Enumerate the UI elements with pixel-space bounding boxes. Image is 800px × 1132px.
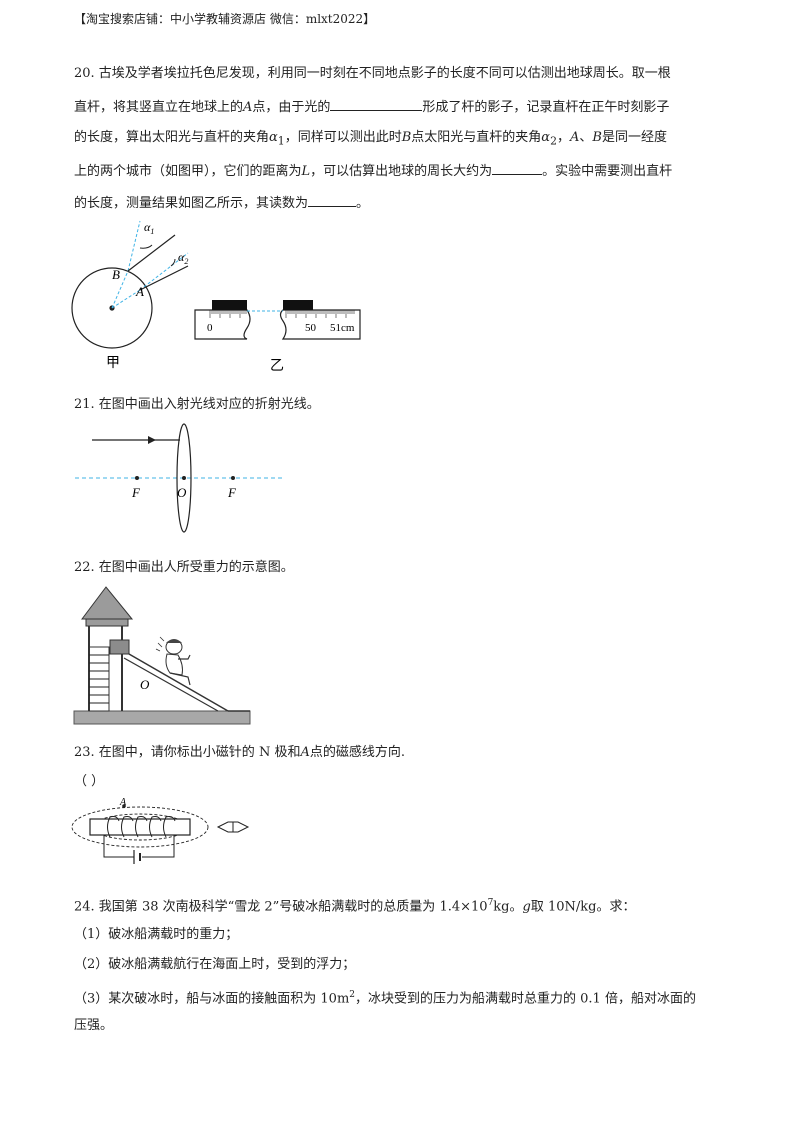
figure-slide: O	[73, 586, 251, 725]
convex-lens	[176, 423, 192, 533]
answer-blank-3[interactable]	[308, 192, 357, 207]
coil-turn	[135, 816, 148, 838]
ray-arrow	[148, 436, 156, 444]
answer-blank-1[interactable]	[330, 96, 423, 111]
page-header: 【淘宝搜索店铺：中小学教辅资源店 微信：mlxt2022】	[74, 12, 376, 26]
coil-turn	[107, 816, 120, 838]
wire-right	[142, 835, 175, 858]
q24-part2: （2）破冰船满载航行在海面上时，受到的浮力；	[74, 957, 356, 972]
angle-arc-1	[139, 244, 153, 249]
rod-left	[212, 300, 247, 310]
point-a-label: A	[135, 284, 144, 299]
optical-center	[182, 476, 186, 480]
alpha1-label: α1	[144, 220, 154, 236]
alpha2-label: α2	[178, 250, 188, 266]
tower-eave	[85, 618, 129, 627]
radius-b	[111, 270, 129, 309]
figure-jia-earth: α1 α2 B A 甲	[71, 220, 189, 371]
coil-turn	[163, 816, 176, 838]
solenoid-core	[89, 818, 191, 836]
q24-part1: （1）破冰船满载时的重力；	[74, 927, 239, 942]
radius-a	[111, 289, 141, 309]
q24-part3: （3）某次破冰时，船与冰面的接触面积为 10m2，冰块受到的压力为船满载时总重力…	[74, 990, 696, 1007]
child-figure	[155, 636, 191, 686]
focus-right-label: F	[227, 485, 237, 500]
focus-left-label: F	[131, 485, 141, 500]
tick-label-0: 0	[207, 322, 213, 334]
slide-board-top	[128, 653, 229, 712]
angle-arc-2	[170, 258, 176, 267]
q24-part3-cont: 压强。	[74, 1018, 114, 1033]
q21-text: 21. 在图中画出入射光线对应的折射光线。	[74, 397, 320, 412]
pole-extension-b	[127, 220, 141, 272]
platform-box	[109, 639, 130, 655]
pole-extension-a	[139, 252, 189, 291]
focus-left	[135, 476, 139, 480]
point-o-label: O	[140, 677, 150, 692]
figure-yi-caption: 乙	[270, 358, 284, 374]
figure-jia-caption: 甲	[106, 356, 120, 371]
focus-right	[231, 476, 235, 480]
q22-text: 22. 在图中画出人所受重力的示意图。	[74, 560, 294, 575]
ladder-rungs	[89, 654, 109, 704]
ruler-ticks-right	[285, 310, 355, 318]
ruler-ticks-left	[209, 310, 247, 318]
q20-line5: 的长度，测量结果如图乙所示，其读数为。	[74, 192, 369, 214]
ground	[73, 710, 251, 725]
slide-board-bottom	[123, 657, 219, 712]
figure-solenoid: A	[71, 797, 250, 864]
field-line-outer	[71, 806, 209, 848]
tick-label-51cm: 51cm	[330, 322, 355, 334]
sun-ray-a	[139, 265, 189, 291]
q20-line1: 20. 古埃及学者埃拉托色尼发现，利用同一时刻在不同地点影子的长度不同可以估测出…	[74, 66, 671, 81]
earth-circle	[71, 267, 153, 349]
wire-left	[103, 835, 134, 858]
ruler-left-piece	[194, 309, 251, 340]
tower-roof	[81, 586, 134, 620]
tick-label-50: 50	[305, 322, 317, 334]
figure-lens: F O F	[75, 423, 285, 533]
ruler-right-piece	[279, 309, 361, 340]
point-a-dot	[122, 804, 126, 808]
coil-turns	[107, 816, 176, 838]
figure-yi-ruler: 0 50 51cm 乙	[194, 300, 361, 374]
point-a-label: A	[119, 797, 127, 808]
sun-ray-b	[127, 234, 176, 272]
optical-center-label: O	[177, 485, 187, 500]
q20-line2: 直杆，将其竖直立在地球上的A点，由于光的形成了杆的影子，记录直杆在正午时刻影子	[74, 96, 669, 118]
q20-line4: 上的两个城市（如图甲），它们的距离为L，可以估算出地球的周长大约为。实验中需要测…	[74, 160, 672, 182]
q23-answer-paren[interactable]: （ ）	[74, 774, 105, 789]
q24-line1: 24. 我国第 38 次南极科学“雪龙 2”号破冰船满载时的总质量为 1.4×1…	[74, 898, 636, 915]
q23-text: 23. 在图中，请你标出小磁针的 N 极和A点的磁感线方向.	[74, 745, 405, 760]
point-b-label: B	[112, 267, 120, 282]
coil-turn	[149, 816, 162, 838]
rod-right	[283, 300, 313, 310]
answer-blank-2[interactable]	[492, 160, 543, 175]
coil-turn	[121, 816, 134, 838]
q20-line3: 的长度，算出太阳光与直杆的夹角α1，同样可以测出此时B点太阳光与直杆的夹角α2，…	[74, 130, 667, 148]
